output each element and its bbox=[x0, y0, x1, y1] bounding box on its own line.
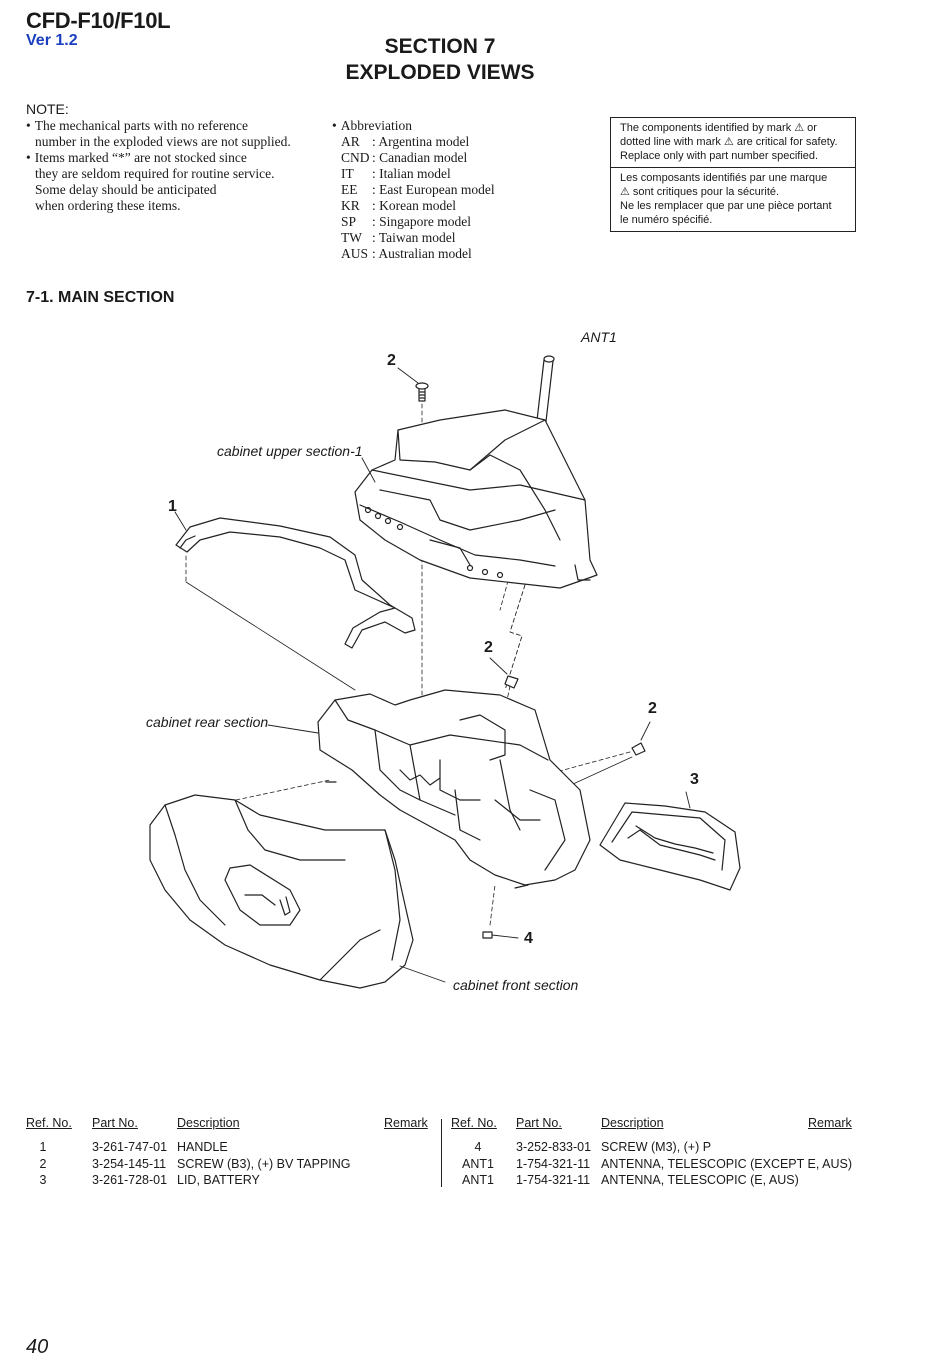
section-title: EXPLODED VIEWS bbox=[345, 61, 535, 84]
screw-bottom-drawing bbox=[482, 884, 519, 939]
bullet-icon: • bbox=[332, 118, 337, 133]
version-label: Ver 1.2 bbox=[26, 32, 78, 49]
note-line: number in the exploded views are not sup… bbox=[35, 134, 291, 149]
callout-3: 3 bbox=[690, 771, 699, 788]
page-number: 40 bbox=[26, 1336, 49, 1358]
note-heading: NOTE: bbox=[26, 101, 69, 117]
note-line: they are seldom required for routine ser… bbox=[35, 166, 275, 181]
safety-notice: The components identified by mark ⚠ or d… bbox=[610, 117, 856, 232]
abbreviation-row: KR: Korean model bbox=[341, 198, 456, 213]
safety-notice-french: Les composants identifiés par une marque… bbox=[611, 167, 855, 231]
safety-notice-english: The components identified by mark ⚠ or d… bbox=[620, 122, 838, 162]
header-description: Description bbox=[601, 1116, 664, 1130]
abbreviation-row: AR: Argentina model bbox=[341, 134, 470, 149]
callout-2-right: 2 bbox=[648, 700, 657, 717]
abbreviation-row: AUS: Australian model bbox=[341, 246, 472, 261]
callout-1: 1 bbox=[168, 498, 177, 515]
abbreviation-row: IT: Italian model bbox=[341, 166, 451, 181]
header-ref-no: Ref. No. bbox=[451, 1116, 497, 1130]
callout-4: 4 bbox=[524, 930, 533, 947]
abbreviation-row: SP: Singapore model bbox=[341, 214, 471, 229]
subsection-title: 7-1. MAIN SECTION bbox=[26, 289, 175, 306]
table-divider bbox=[441, 1119, 442, 1187]
cabinet-rear-drawing bbox=[267, 689, 591, 889]
note-list: •The mechanical parts with no reference … bbox=[26, 118, 291, 214]
bullet-icon: • bbox=[26, 118, 31, 133]
screw-mid-drawing bbox=[489, 657, 519, 711]
model-title: CFD-F10/F10L bbox=[26, 8, 171, 33]
cabinet-upper-drawing bbox=[354, 409, 598, 589]
abbreviation-list: •Abbreviation AR: Argentina model CND: C… bbox=[332, 118, 495, 262]
bullet-icon: • bbox=[26, 150, 31, 165]
header-remark: Remark bbox=[808, 1116, 852, 1130]
abbreviation-row: EE: East European model bbox=[341, 182, 495, 197]
abbreviation-row: TW: Taiwan model bbox=[341, 230, 456, 245]
abbreviation-heading: •Abbreviation bbox=[332, 118, 412, 133]
abbreviation-row: CND: Canadian model bbox=[341, 150, 468, 165]
cabinet-front-drawing bbox=[149, 779, 446, 989]
header-part-no: Part No. bbox=[516, 1116, 562, 1130]
note-line: when ordering these items. bbox=[35, 198, 181, 213]
callout-2-top: 2 bbox=[387, 352, 396, 369]
note-line: Some delay should be anticipated bbox=[35, 182, 217, 197]
handle-drawing bbox=[174, 511, 416, 691]
section-number: SECTION 7 bbox=[384, 35, 496, 58]
label-cabinet-upper: cabinet upper section-1 bbox=[217, 443, 363, 459]
label-cabinet-rear: cabinet rear section bbox=[146, 714, 269, 730]
note-line: •The mechanical parts with no reference bbox=[26, 118, 248, 133]
header-remark: Remark bbox=[384, 1116, 428, 1130]
label-cabinet-front: cabinet front section bbox=[453, 977, 579, 993]
label-ant1: ANT1 bbox=[581, 329, 617, 345]
header-part-no: Part No. bbox=[92, 1116, 138, 1130]
header-ref-no: Ref. No. bbox=[26, 1116, 72, 1130]
callout-2-mid: 2 bbox=[484, 639, 493, 656]
note-line: •Items marked “*” are not stocked since bbox=[26, 150, 247, 165]
battery-lid-drawing bbox=[599, 791, 741, 891]
header-description: Description bbox=[177, 1116, 240, 1130]
